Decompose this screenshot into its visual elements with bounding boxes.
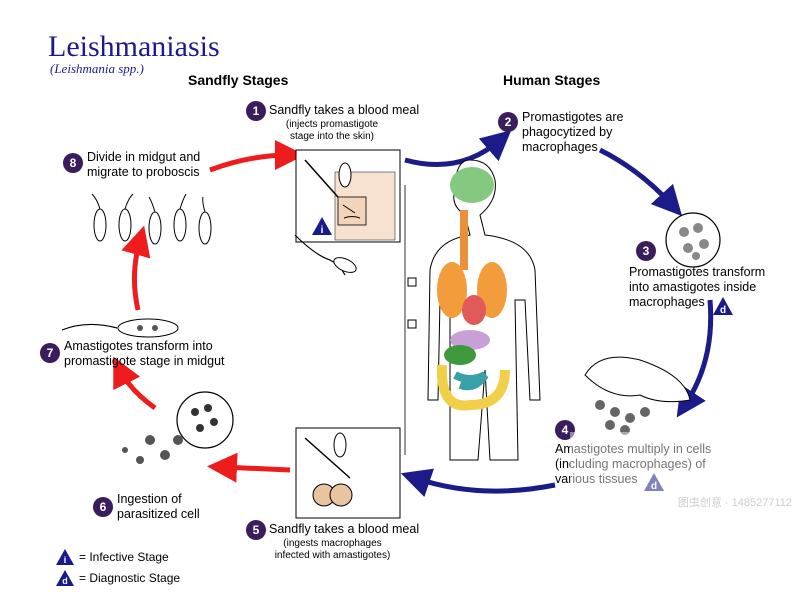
step-1-label: Sandfly takes a blood meal bbox=[269, 103, 420, 117]
arrow-3-to-4 bbox=[676, 299, 714, 418]
legend-infective: i = Infective Stage bbox=[55, 548, 169, 566]
step-3-label: Promastigotes transform into amastigotes… bbox=[629, 265, 766, 309]
arrow-7-to-8 bbox=[121, 225, 151, 311]
step-8-badge: 8 bbox=[63, 153, 83, 173]
step-6-badge: 6 bbox=[93, 497, 113, 517]
dividing-promastigotes-illustration bbox=[91, 193, 212, 245]
infective-legend-label: = Infective Stage bbox=[79, 550, 169, 564]
sandfly-feeding-illustration-1 bbox=[295, 149, 401, 243]
step-8-label: Divide in midgut and migrate to probosci… bbox=[87, 150, 201, 179]
svg-text:d: d bbox=[62, 576, 68, 586]
arrow-4-to-5 bbox=[400, 468, 556, 498]
step-4-badge: 4 bbox=[555, 420, 575, 440]
parasitized-cell-illustration bbox=[122, 391, 234, 464]
legend-diagnostic: d = Diagnostic Stage bbox=[55, 569, 180, 587]
watermark-overlay: 图虫创意 · 1485277112 bbox=[570, 432, 796, 514]
step-7-label: Amastigotes transform into promastigote … bbox=[64, 339, 225, 368]
step-5-sublabel: (ingests macrophages infected with amast… bbox=[274, 538, 391, 561]
step-1-sublabel: (injects promastigote stage into the ski… bbox=[285, 119, 379, 142]
step-5-badge: 5 bbox=[246, 520, 266, 540]
svg-text:d: d bbox=[651, 481, 657, 492]
step-1-badge: 1 bbox=[246, 101, 266, 121]
arrow-6-to-7 bbox=[113, 356, 157, 411]
infective-legend-icon: i bbox=[56, 549, 74, 565]
amastigote-to-promastigote-illustration bbox=[61, 318, 179, 338]
step-7-badge: 7 bbox=[40, 343, 60, 363]
arrow-8-to-1 bbox=[209, 140, 305, 173]
page-title: Leishmaniasis bbox=[48, 30, 220, 63]
macrophage-with-amastigotes bbox=[665, 212, 721, 268]
step-6-label: Ingestion of parasitized cell bbox=[117, 492, 200, 521]
arrow-5-to-6 bbox=[207, 452, 291, 483]
sandfly-stages-heading: Sandfly Stages bbox=[188, 72, 289, 88]
diagnostic-legend-icon: d bbox=[56, 570, 74, 586]
page-subtitle: (Leishmania spp.) bbox=[50, 61, 144, 76]
step-5-label: Sandfly takes a blood meal bbox=[269, 522, 420, 536]
step-2-badge: 2 bbox=[498, 112, 518, 132]
human-body-illustration bbox=[427, 159, 541, 461]
human-stages-heading: Human Stages bbox=[503, 72, 601, 88]
sandfly-feeding-illustration-5 bbox=[295, 427, 401, 519]
step-2-label: Promastigotes are phagocytized by macrop… bbox=[522, 110, 624, 154]
step-3-badge: 3 bbox=[636, 241, 656, 261]
arrow-2-to-3 bbox=[598, 147, 683, 217]
infected-tissue-illustration bbox=[584, 356, 691, 435]
svg-text:i: i bbox=[321, 225, 324, 236]
arrow-1-to-2 bbox=[404, 130, 512, 167]
diagnostic-marker-3: d bbox=[712, 296, 734, 321]
svg-text:i: i bbox=[64, 555, 67, 565]
step-4-label: Amastigotes multiply in cells (including… bbox=[555, 442, 712, 486]
diagnostic-legend-label: = Diagnostic Stage bbox=[79, 571, 181, 585]
svg-text:d: d bbox=[720, 305, 726, 316]
infective-marker-1: i bbox=[311, 216, 333, 241]
diagnostic-marker-4: d bbox=[643, 472, 665, 497]
